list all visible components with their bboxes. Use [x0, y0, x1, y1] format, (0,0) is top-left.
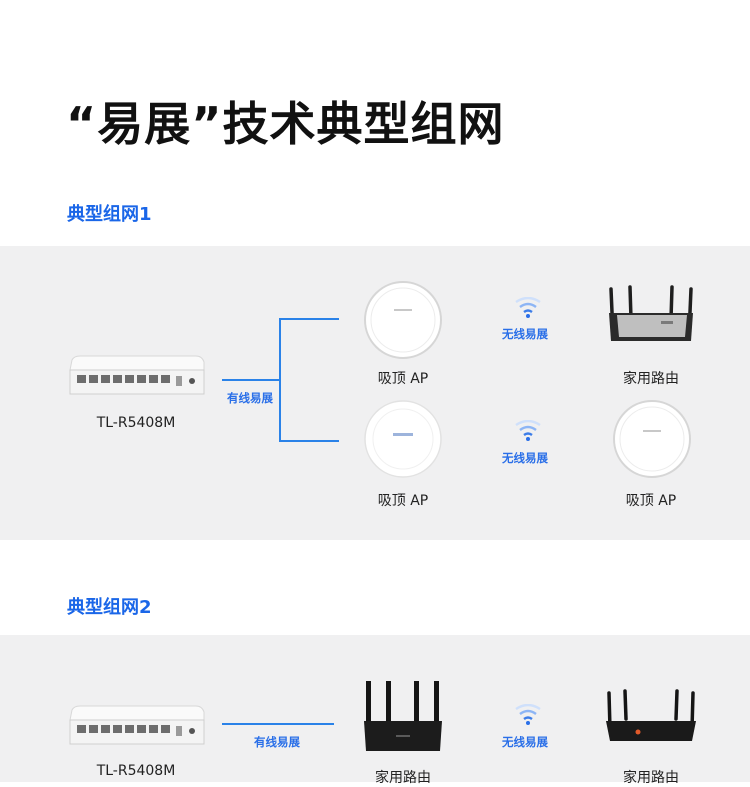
- wifi-signal-icon: [513, 703, 543, 730]
- section2-heading: 典型组网2: [67, 597, 152, 618]
- section2-wireless-label: 无线易展: [502, 735, 548, 749]
- switch-device-icon: [68, 704, 206, 750]
- section1-heading: 典型组网1: [67, 204, 152, 225]
- ceiling-ap-icon: [612, 400, 692, 482]
- section2-right-label: 家用路由: [623, 770, 679, 786]
- home-router-icon: [605, 285, 697, 351]
- wifi-signal-icon: [513, 419, 543, 446]
- ceiling-ap-icon: [363, 400, 443, 482]
- switch-device-icon: [68, 354, 206, 400]
- row1-right-label: 家用路由: [623, 371, 679, 387]
- page-title: “易展”技术典型组网: [66, 97, 505, 151]
- wired-link-line: [222, 723, 334, 725]
- section2-switch-label: TL-R5408M: [96, 763, 176, 779]
- wired-branch-bottom: [279, 440, 339, 442]
- section2-diagram: TL-R5408M 有线易展 家用路由 无线易展: [0, 635, 750, 786]
- section1-wired-label: 有线易展: [227, 391, 273, 405]
- wired-branch-line: [279, 318, 281, 442]
- row2-right-label: 吸顶 AP: [625, 493, 677, 509]
- section1-switch-label: TL-R5408M: [96, 415, 176, 431]
- wired-branch-top: [279, 318, 339, 320]
- section2-wired-label: 有线易展: [254, 735, 300, 749]
- row1-left-label: 吸顶 AP: [377, 371, 429, 387]
- ceiling-ap-icon: [363, 281, 443, 363]
- wired-link-line: [222, 379, 280, 381]
- row2-wireless-label: 无线易展: [502, 451, 548, 465]
- home-router-icon: [362, 679, 444, 759]
- row1-wireless-label: 无线易展: [502, 327, 548, 341]
- row2-left-label: 吸顶 AP: [377, 493, 429, 509]
- section2-left-label: 家用路由: [375, 770, 431, 786]
- section1-diagram: TL-R5408M 有线易展 吸顶 AP 无线易展: [0, 246, 750, 540]
- wifi-signal-icon: [513, 296, 543, 323]
- home-router-icon: [604, 689, 698, 751]
